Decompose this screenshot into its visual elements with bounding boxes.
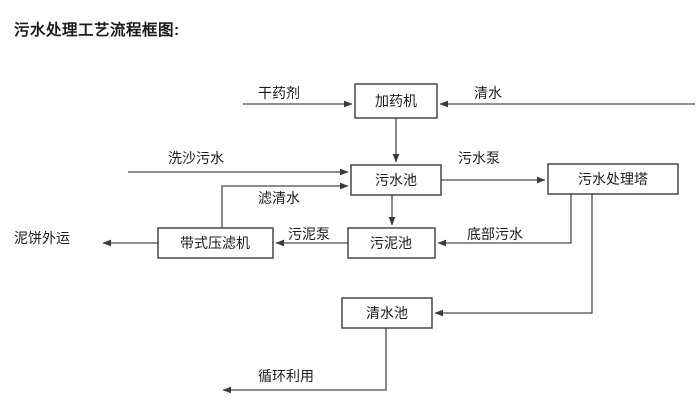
node-dosing-machine-rect: [354, 83, 438, 119]
node-sludge-pool-rect: [347, 227, 436, 259]
edge-label-sand-wash-sewage: 洗沙污水: [168, 150, 224, 166]
edge-treatment-tower-to-clear-pool: [434, 194, 593, 317]
edge-label-clean-water: 清水: [474, 85, 502, 101]
edge-label-mud-cake-out: 泥饼外运: [14, 230, 70, 246]
edge-label-layer: 干药剂 清水 洗沙污水 滤清水 污水泵 污泥泵 底部污水 泥饼外运 循环利用: [14, 85, 523, 384]
node-sewage-pool[interactable]: 污水池: [350, 164, 442, 196]
edge-label-sludge-pump: 污泥泵: [288, 226, 330, 242]
node-sludge-pool-label: 污泥池: [370, 235, 412, 251]
node-clear-pool-rect: [341, 297, 433, 329]
edge-label-filtrate-water: 滤清水: [258, 190, 300, 206]
node-belt-press-label: 带式压滤机: [180, 235, 250, 251]
node-treatment-tower[interactable]: 污水处理塔: [547, 163, 679, 195]
node-sewage-pool-rect: [350, 164, 442, 196]
connector-layer: [102, 100, 695, 394]
node-treatment-tower-rect: [547, 163, 679, 195]
edge-label-bottom-sewage: 底部污水: [467, 226, 523, 242]
node-dosing-machine-label: 加药机: [375, 93, 417, 109]
edge-belt-press-to-sewage-pool-filtrate: [221, 182, 349, 228]
edge-clear-pool-to-recycle-use: [222, 328, 387, 394]
node-clear-pool[interactable]: 清水池: [341, 297, 433, 329]
edge-label-sewage-pump: 污水泵: [458, 150, 500, 166]
edge-label-recycle-use: 循环利用: [258, 368, 314, 384]
page-title: 污水处理工艺流程框图:: [14, 22, 180, 39]
node-sludge-pool[interactable]: 污泥池: [347, 227, 436, 259]
node-treatment-tower-label: 污水处理塔: [578, 171, 648, 187]
edge-treatment-tower-to-sludge-pool: [437, 194, 572, 247]
edge-label-dry-agent: 干药剂: [258, 85, 300, 101]
node-dosing-machine[interactable]: 加药机: [354, 83, 438, 119]
node-clear-pool-label: 清水池: [366, 305, 408, 321]
node-belt-press-rect: [157, 227, 274, 259]
node-belt-press[interactable]: 带式压滤机: [157, 227, 274, 259]
node-sewage-pool-label: 污水池: [375, 172, 417, 188]
